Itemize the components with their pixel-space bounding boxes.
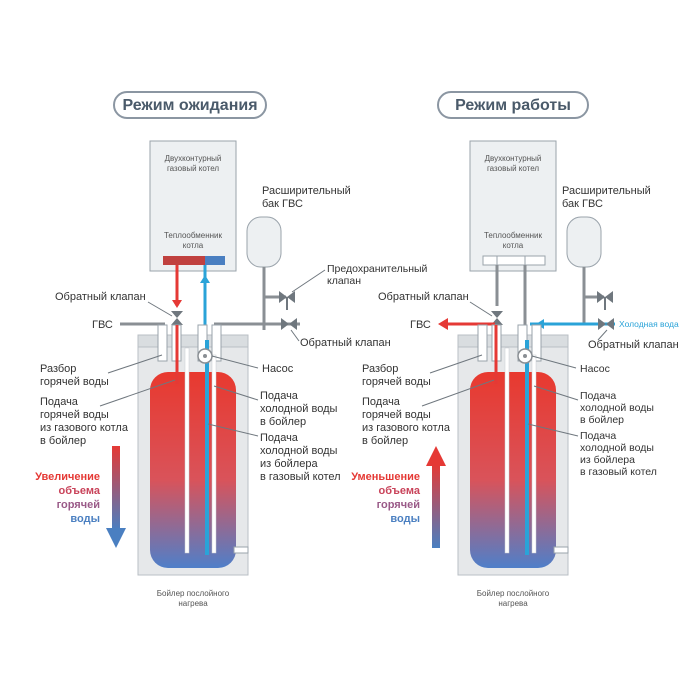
- right-tank-label-2: бак ГВС: [562, 198, 603, 210]
- right-title-pill: [437, 91, 589, 119]
- right-cold-in-label-3: в бойлер: [580, 414, 624, 426]
- left-boiler-label-1: Двухконтурный: [165, 154, 222, 163]
- right-gvs-label: ГВС: [410, 319, 431, 331]
- left-hx-label-1: Теплообменник: [164, 231, 223, 240]
- left-arrow-label-3: горячей: [57, 499, 100, 511]
- right-check-valve-top-label: Обратный клапан: [378, 291, 469, 303]
- left-draw-label-1: Разбор: [40, 363, 76, 375]
- left-check-valve-right-label: Обратный клапан: [300, 337, 391, 349]
- right-cold-water-label: Холодная вода: [619, 319, 679, 329]
- left-cold-out-label-4: в газовый котел: [260, 471, 341, 483]
- left-cold-out-label-2: холодной воды: [260, 445, 337, 457]
- left-cold-in-label-2: холодной воды: [260, 403, 337, 415]
- right-cold-out-label-1: Подача: [580, 430, 616, 442]
- left-supply-hot-label-4: в бойлер: [40, 435, 86, 447]
- right-arrow-label-2: объема: [379, 485, 421, 497]
- right-panel: Режим работы Двухконтурный газовый котел…: [351, 91, 679, 608]
- right-cold-out-label-3: из бойлера: [580, 454, 635, 466]
- right-tank-fill: [470, 372, 556, 568]
- right-supply-hot-label-3: из газового котла: [362, 422, 451, 434]
- left-expansion-tank: [246, 216, 282, 268]
- left-bottom-label-2: нагрева: [178, 599, 208, 608]
- right-check-valve-top-icon: [491, 311, 503, 325]
- right-tank-label-1: Расширительный: [562, 185, 651, 197]
- right-hx-label-2: котла: [503, 241, 524, 250]
- left-arrow-label-2: объема: [59, 485, 101, 497]
- right-gas-boiler: [469, 140, 557, 272]
- left-supply-hot-label-2: горячей воды: [40, 409, 109, 421]
- left-hx-label-2: котла: [183, 241, 204, 250]
- left-title: Режим ожидания: [122, 97, 257, 114]
- left-supply-hot-label-3: из газового котла: [40, 422, 129, 434]
- right-pump-label: Насос: [580, 363, 610, 375]
- left-pump-label: Насос: [262, 363, 294, 375]
- left-arrow-label-4: воды: [70, 513, 100, 525]
- right-supply-hot-label-2: горячей воды: [362, 409, 431, 421]
- left-supply-hot-label-1: Подача: [40, 396, 79, 408]
- right-cold-in-label-2: холодной воды: [580, 402, 654, 414]
- left-volume-arrow: [112, 446, 120, 530]
- right-supply-hot-label-4: в бойлер: [362, 435, 408, 447]
- left-gvs-label: ГВС: [92, 319, 113, 331]
- right-arrow-label-4: воды: [390, 513, 420, 525]
- right-cold-out-label-4: в газовый котел: [580, 466, 657, 478]
- right-boiler-label-2: газовый котел: [487, 164, 539, 173]
- left-tank-label-2: бак ГВС: [262, 198, 303, 210]
- right-check-valve-right-icon: [598, 318, 614, 330]
- right-check-valve-right-label: Обратный клапан: [588, 339, 679, 351]
- left-boiler-label-2: газовый котел: [167, 164, 219, 173]
- right-bottom-label-2: нагрева: [498, 599, 528, 608]
- left-arrow-label-1: Увеличение: [35, 471, 100, 483]
- left-bottom-label-1: Бойлер послойного: [157, 589, 230, 598]
- left-safety-label-1: Предохранительный: [327, 263, 428, 275]
- right-title: Режим работы: [455, 97, 571, 114]
- left-tank-fill: [150, 372, 236, 568]
- right-boiler-label-1: Двухконтурный: [485, 154, 542, 163]
- left-gas-boiler: [149, 140, 237, 272]
- left-draw-label-2: горячей воды: [40, 376, 109, 388]
- left-safety-label-2: клапан: [327, 275, 361, 287]
- right-draw-label-1: Разбор: [362, 363, 398, 375]
- right-volume-arrow: [432, 464, 440, 548]
- left-check-valve-top-icon: [171, 311, 183, 325]
- left-cold-in-label-3: в бойлер: [260, 416, 306, 428]
- left-cold-out-label-3: из бойлера: [260, 458, 318, 470]
- left-tank-label-1: Расширительный: [262, 185, 351, 197]
- right-arrow-label-3: горячей: [377, 499, 420, 511]
- left-panel: Режим ожидания Двухконтурный газовый кот…: [35, 91, 428, 608]
- left-check-valve-top-label: Обратный клапан: [55, 291, 146, 303]
- right-cold-in-label-1: Подача: [580, 390, 616, 402]
- left-title-pill: [113, 91, 267, 119]
- right-cold-out-label-2: холодной воды: [580, 442, 654, 454]
- left-cold-out-label-1: Подача: [260, 432, 299, 444]
- right-draw-label-2: горячей воды: [362, 376, 431, 388]
- left-heat-exchanger-cold-end: [205, 256, 225, 265]
- right-arrow-label-1: Уменьшение: [351, 471, 420, 483]
- right-supply-hot-label-1: Подача: [362, 396, 401, 408]
- right-heat-exchanger: [482, 255, 546, 266]
- right-bottom-label-1: Бойлер послойного: [477, 589, 550, 598]
- left-check-valve-right-icon: [281, 318, 297, 330]
- left-heat-exchanger: [163, 256, 225, 265]
- left-cold-in-label-1: Подача: [260, 390, 299, 402]
- right-expansion-tank: [566, 216, 602, 268]
- right-hx-label-1: Теплообменник: [484, 231, 543, 240]
